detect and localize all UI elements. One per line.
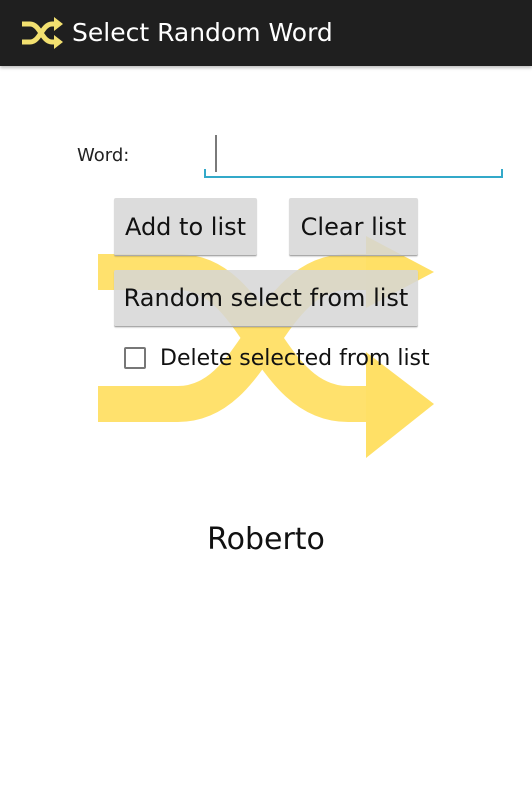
delete-selected-option[interactable]: Delete selected from list xyxy=(124,340,430,376)
input-left-edge xyxy=(204,169,206,178)
shuffle-icon xyxy=(22,17,63,49)
delete-selected-label: Delete selected from list xyxy=(160,345,430,371)
word-label: Word: xyxy=(77,145,130,166)
clear-list-button[interactable]: Clear list xyxy=(289,198,418,256)
add-to-list-button[interactable]: Add to list xyxy=(114,198,257,256)
app-title: Select Random Word xyxy=(72,18,333,47)
text-cursor xyxy=(215,135,217,172)
action-bar: Select Random Word xyxy=(0,0,532,66)
input-right-edge xyxy=(501,169,503,178)
random-select-button[interactable]: Random select from list xyxy=(114,270,418,327)
delete-selected-checkbox[interactable] xyxy=(124,347,146,369)
selected-word: Roberto xyxy=(207,522,325,557)
word-input[interactable] xyxy=(205,134,503,178)
